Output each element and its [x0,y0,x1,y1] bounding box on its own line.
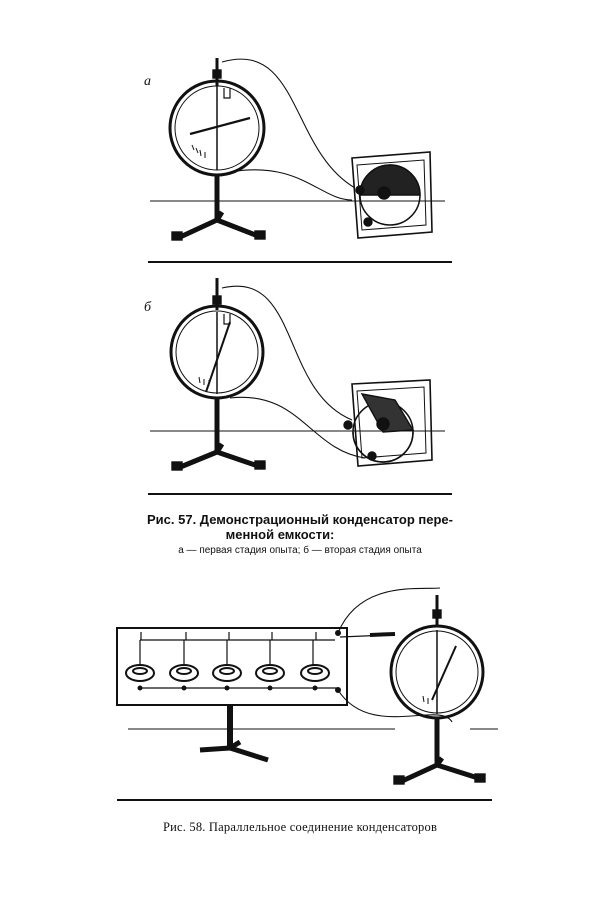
figure-57-caption-line1: Рис. 57. Демонстрационный конденсатор пе… [147,512,453,527]
figure-57-caption-line2: менной емкости: [225,527,335,542]
panel-a-label: а [144,74,151,89]
panel-b-label: б [144,300,152,315]
figure-58-caption: Рис. 58. Параллельное соединение конденс… [162,820,438,834]
figure-57-subcaption: а — первая стадия опыта; б — вторая стад… [178,545,422,556]
